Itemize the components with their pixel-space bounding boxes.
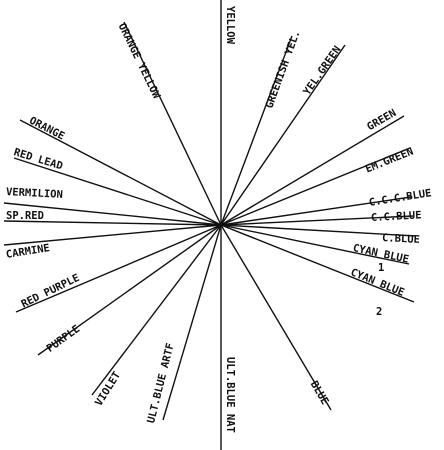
ray-sp-red — [3, 220, 222, 226]
label-em-green: EM.GREEN — [364, 145, 415, 175]
label-sp-red: SP.RED — [6, 210, 44, 222]
label-yel-green: YEL.GREEN — [301, 44, 343, 97]
label-c-blue: C.BLUE — [382, 232, 421, 246]
label-vermilion: VERMILION — [6, 186, 63, 201]
ray-orange — [19, 119, 222, 226]
label-cyan-blue-2-num: 2 — [376, 306, 382, 318]
label-cyan-blue-1-num: 1 — [378, 262, 384, 274]
label-ult-blue-artf: ULT.BLUE ARTF — [145, 342, 177, 425]
ray-vermilion — [3, 202, 222, 226]
ray-orange-yellow — [123, 21, 222, 226]
ray-green — [220, 115, 405, 226]
ray-blue — [220, 224, 332, 411]
label-red-purple: RED PURPLE — [19, 272, 81, 310]
label-red-lead: RED LEAD — [12, 146, 64, 172]
label-orange: ORANGE — [27, 115, 66, 143]
label-purple: PURPLE — [44, 323, 82, 355]
label-ult-blue-nat: ULT.BLUE NAT — [224, 357, 236, 433]
ray-cc-blue — [220, 215, 414, 226]
ray-red-purple — [15, 224, 222, 313]
label-ccc-blue: C.C.C.BLUE — [368, 187, 432, 209]
label-yellow: YELLOW — [224, 6, 236, 45]
ray-c-blue — [220, 224, 417, 237]
label-greenish-yel: GREENISH YEL. — [263, 29, 302, 110]
ray-violet — [91, 224, 222, 396]
ray-em-green — [220, 147, 411, 226]
label-orange-yellow: ORANGE YELLOW — [116, 21, 163, 101]
ray-purple — [37, 224, 222, 356]
ray-cyan-blue-1 — [220, 224, 410, 265]
ray-cyan-blue-2 — [220, 224, 415, 303]
ray-ccc-blue — [220, 196, 412, 226]
label-blue: BLUE — [308, 379, 331, 407]
ray-carmine — [3, 224, 222, 246]
ray-yel-green — [220, 44, 346, 226]
label-cc-blue: C.C.BLUE — [371, 209, 422, 224]
ray-greenish-yel — [220, 35, 293, 226]
ray-ult-blue-artf — [162, 224, 222, 421]
ray-red-lead — [13, 157, 222, 226]
rays — [3, 0, 417, 450]
